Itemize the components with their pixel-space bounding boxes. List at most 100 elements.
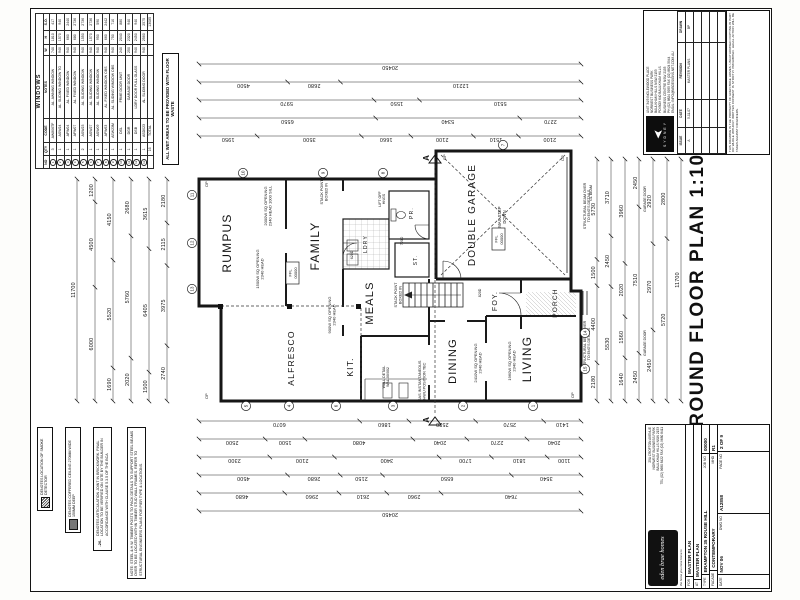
tag-circle (238, 168, 248, 178)
plan-annotation: MAX STEPDOWN (497, 206, 507, 227)
plan-annotation: 2410W SQ OPENING2340 HEAD (473, 343, 483, 382)
window-cell: 2450 (132, 30, 141, 45)
window-cell: 1 (117, 142, 126, 156)
window-cell: 1 (87, 142, 95, 156)
legend-note-text: DENOTES LOCATION OF SMOKE DETECTOR (40, 438, 49, 495)
plan-annotation: GAS INSTANTANEOUSHWU POSITION TBC (418, 360, 426, 401)
window-mark: 7 (94, 155, 103, 169)
window-cell: AFW04 (64, 118, 72, 143)
legend-note: DENOTES COFFERED CEILING 270MM WIDE 150M… (65, 427, 81, 533)
dimension-value: 1510 (490, 136, 503, 142)
window-cell: 1550 (79, 30, 88, 45)
plan-annotation: 620D (350, 250, 354, 259)
window-mark: 10 (117, 155, 126, 169)
wet-area-note: ALL WET AREAS TO BE PROVIDED WITH FLOOR … (162, 53, 179, 165)
tag-number: 8 (381, 171, 386, 174)
window-cell: FRME DOOR UNIT (117, 55, 126, 119)
window-cell: 2736 (71, 13, 80, 31)
address-line: TEL (02) 9680 8422 FAX (02) 9680 8411 (660, 427, 665, 485)
field-value: CONTEMPORARY (711, 528, 716, 568)
level-label-line2: 00000 (293, 267, 298, 279)
window-cell: 1 (71, 142, 80, 156)
window-cell (147, 44, 154, 56)
dimension-value: 4400 (591, 318, 597, 331)
field-value: 00000 (703, 438, 708, 451)
window-cell: 1 (109, 142, 118, 156)
dimension-value: 2500 (226, 439, 239, 445)
dimension-value: 5730 (591, 203, 597, 216)
dimension-value: 5510 (494, 100, 507, 106)
window-cell: AL. FIXED WINDOW (64, 55, 72, 119)
window-cell: 590 (94, 13, 103, 31)
dimension-value: 3710 (605, 191, 611, 204)
dimension-value: 1810 (513, 457, 526, 463)
room-label: RUMPUS (220, 213, 234, 272)
window-cell: 1 (64, 142, 72, 156)
dimension-value: 1410 (556, 421, 569, 427)
revision-cell (693, 127, 702, 154)
dimension-value: 2180 (161, 195, 167, 208)
dimension-value: 1660 (380, 136, 393, 142)
sheet-title: GROUND FLOOR PLAN 1:100 (687, 141, 708, 443)
dimension-value: 5530 (605, 337, 611, 350)
window-cell: AL. SLIDING DOOR (140, 55, 148, 119)
window-mark: 11 (125, 155, 133, 169)
revision-header: ISSUE (677, 127, 686, 154)
window-cell: AFW63 (102, 118, 110, 143)
room-label: LIVING (520, 336, 534, 383)
dimension-value: 6000 (89, 338, 95, 351)
window-cell: AL. FIXED WINDOW OBS (102, 55, 110, 119)
dimension-value: 1690 (107, 378, 113, 391)
field-value: A12858 (719, 494, 724, 512)
dimension-value: 4150 (107, 213, 113, 226)
level-label-line1: FFL (494, 235, 499, 243)
dimension-value: 2450 (647, 359, 653, 372)
room-label: FAMILY (308, 222, 322, 271)
floor-plan-svg: AA 1170060004500120016905520415020205760… (71, 61, 684, 517)
dimension-value: 5760 (125, 291, 131, 304)
dimension-value: 1100 (558, 457, 570, 463)
dimension-value: 3960 (619, 205, 625, 218)
window-cell: ASD023 (140, 118, 148, 143)
windows-schedule-title: WINDOWS (35, 13, 44, 169)
revision-cell (709, 42, 718, 100)
dimension-value: 5970 (280, 100, 293, 106)
window-cell: 1570 (56, 30, 65, 45)
tag-number: 15 (583, 366, 588, 371)
tag-circle (378, 168, 388, 178)
field-label: FACADE (710, 569, 717, 588)
window-cell: 13085 (147, 13, 154, 31)
plan-annotation: 1960W SQ OPENING2340 HEAD (507, 341, 517, 380)
window-cell: 240 (117, 44, 126, 56)
window-cell: LDRY DOOR FULL GLASS (132, 55, 141, 119)
window-mark: 6 (87, 155, 95, 169)
revision-cell (717, 11, 726, 43)
dimension-value: 2040 (434, 439, 447, 445)
dimension-value: 3500 (303, 136, 316, 142)
revision-cell (709, 11, 718, 43)
tag-number: 12 (190, 240, 195, 245)
window-cell: ASW23 (79, 118, 88, 143)
dimension-value: 6405 (143, 304, 149, 317)
tag-number: 9 (321, 171, 326, 174)
tag-number: 4 (287, 404, 292, 407)
window-cell: 740 (49, 44, 57, 56)
dimension-value: 6550 (281, 118, 294, 124)
tag-number: 2 (461, 404, 466, 407)
window-cell: AL. SLIDING WINDOW (79, 55, 88, 119)
window-cell: ASW27 (87, 118, 95, 143)
room-label: ST. (413, 255, 419, 266)
field-value: MASTER PLAN (687, 540, 692, 575)
window-cell: 2560 (140, 30, 148, 45)
dimension-value: 2520 (436, 421, 449, 427)
address-line: EMAIL: INFO@NBDESIGNS.NET.COM.AU (670, 51, 675, 113)
window-cell: 1 (125, 142, 133, 156)
revision-header: DRAWN (677, 11, 686, 43)
legend-note: NOTE: STEEL & H.W. TIMBER POSTS TO PACK … (127, 427, 147, 579)
